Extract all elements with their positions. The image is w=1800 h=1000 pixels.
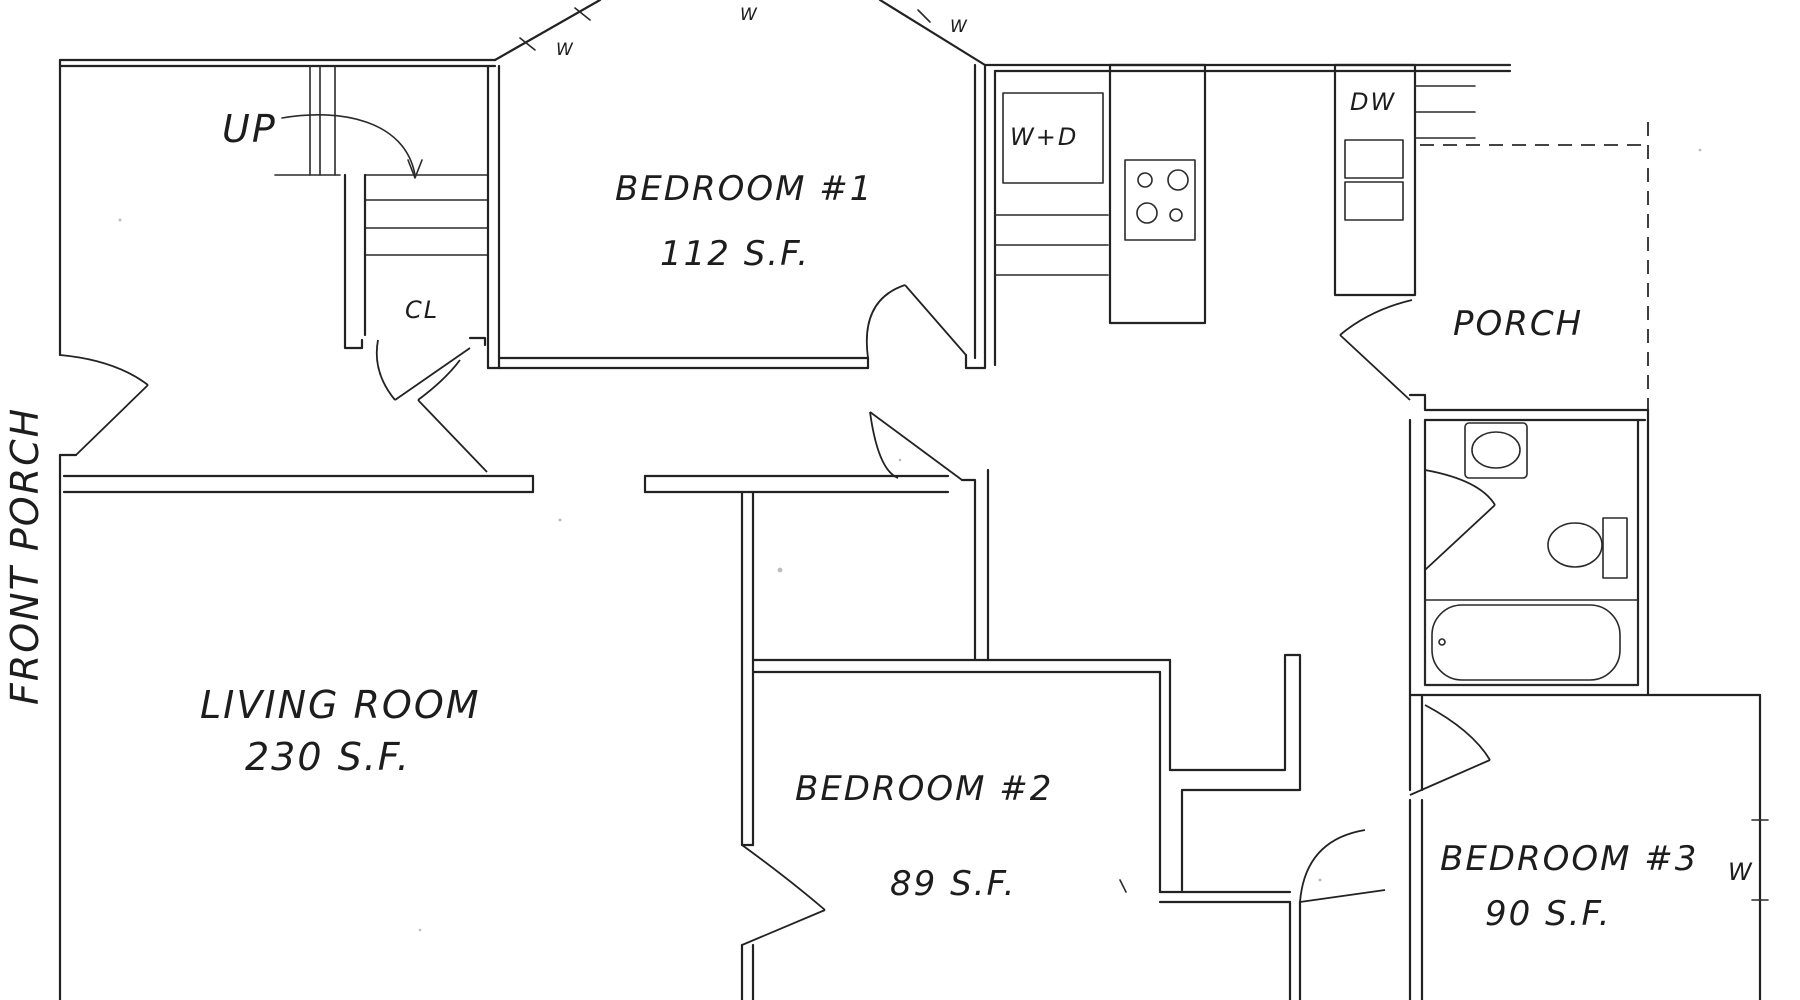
- front-porch-label: FRONT PORCH: [3, 407, 47, 705]
- closet-label: CL: [405, 296, 439, 324]
- living-room-area: 230 S.F.: [245, 735, 411, 779]
- bedroom1-name: BEDROOM #1: [615, 169, 873, 209]
- interior-walls: [58, 63, 1769, 1000]
- window-mark: W: [740, 5, 759, 25]
- bedroom3-name: BEDROOM #3: [1440, 839, 1698, 879]
- stairs-up-label: UP: [222, 107, 277, 151]
- closet: [343, 173, 487, 401]
- window-mark: W: [1728, 858, 1754, 886]
- bedroom2-area: 89 S.F.: [890, 864, 1016, 904]
- bedroom1-area: 112 S.F.: [660, 234, 810, 274]
- fixture-labels: W+D DW CL UP W W W W: [222, 5, 1754, 886]
- dishwasher-label: DW: [1350, 88, 1396, 116]
- washer-dryer-label: W+D: [1010, 123, 1078, 151]
- porch-label: PORCH: [1453, 304, 1583, 344]
- room-labels: BEDROOM #1 112 S.F. LIVING ROOM 230 S.F.…: [3, 169, 1698, 934]
- paper-texture: [118, 148, 1702, 932]
- window-mark: W: [556, 40, 575, 60]
- bedroom2-name: BEDROOM #2: [795, 769, 1053, 809]
- exterior-walls: [58, 0, 1512, 1000]
- window-mark: W: [950, 17, 969, 37]
- stairs: [274, 65, 489, 256]
- living-room-name: LIVING ROOM: [200, 683, 481, 727]
- bedroom3-area: 90 S.F.: [1485, 894, 1611, 934]
